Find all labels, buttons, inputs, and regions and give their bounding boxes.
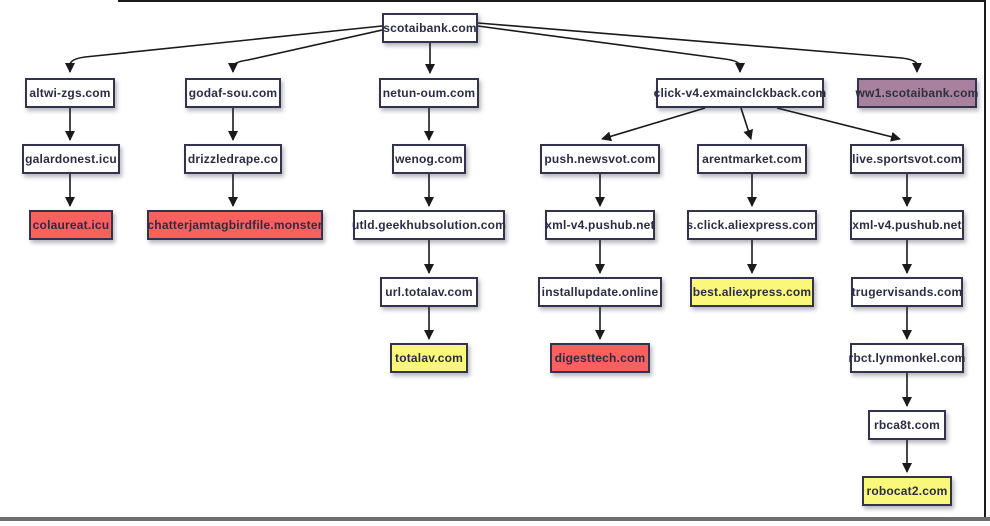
- node-wenog-com: wenog.com: [392, 144, 466, 174]
- edge-root-clickv4: [477, 25, 745, 73]
- node-best-aliexpress-com: best.aliexpress.com: [690, 277, 814, 307]
- node-galardonest-icu: galardonest.icu: [22, 144, 120, 174]
- node-click-v4-exmainclckback-com: click-v4.exmainclckback.com: [654, 78, 826, 108]
- node-s-click-aliexpress-com: s.click.aliexpress.com: [686, 210, 817, 240]
- edge-clickv4-arent: [740, 107, 753, 140]
- node-scotaibank-com: scotaibank.com: [382, 13, 478, 43]
- node-ww1-scotaibank-com: ww1.scotaibank.com: [856, 78, 978, 108]
- node-xml-v4-pushub-net-right: xml-v4.pushub.net: [850, 210, 964, 240]
- node-live-sportsvot-com: live.sportsvot.com: [850, 144, 964, 174]
- node-godaf-sou-com: godaf-sou.com: [185, 78, 281, 108]
- edge-root-ww1: [477, 22, 922, 73]
- frame-right-border: [984, 0, 986, 518]
- node-drizzledrape-co: drizzledrape.co: [184, 144, 282, 174]
- frame-bottom-bar: [0, 517, 990, 521]
- node-xml-v4-pushub-net-left: xml-v4.pushub.net: [545, 210, 655, 240]
- node-robocat2-com: robocat2.com: [862, 476, 952, 506]
- edge-clickv4-live: [776, 107, 901, 142]
- node-rbca8t-com: rbca8t.com: [868, 410, 946, 440]
- node-url-totalav-com: url.totalav.com: [380, 277, 478, 307]
- node-arentmarket-com: arentmarket.com: [697, 144, 807, 174]
- node-netun-oum-com: netun-oum.com: [379, 78, 479, 108]
- node-altwi-zgs-com: altwi-zgs.com: [25, 78, 115, 108]
- edge-root-godaf: [228, 29, 383, 73]
- node-digesttech-com: digesttech.com: [550, 343, 650, 373]
- node-trugervisands-com: trugervisands.com: [851, 277, 963, 307]
- node-installupdate-online: installupdate.online: [538, 277, 662, 307]
- node-chatterjamtagbirdfile-monster: chatterjamtagbirdfile.monster: [147, 210, 323, 240]
- node-push-newsvot-com: push.newsvot.com: [540, 144, 660, 174]
- edge-arrows: [65, 22, 922, 473]
- frame-top-border: [118, 0, 986, 2]
- node-rbct-lynmonkel-com: rbct.lynmonkel.com: [849, 343, 965, 373]
- node-totalav-com: totalav.com: [390, 343, 468, 373]
- node-colaureat-icu: colaureat.icu: [29, 210, 113, 240]
- edge-root-altwi: [65, 25, 383, 73]
- edge-clickv4-push: [601, 107, 706, 142]
- node-utld-geekhubsolution-com: utld.geekhubsolution.com: [352, 210, 506, 240]
